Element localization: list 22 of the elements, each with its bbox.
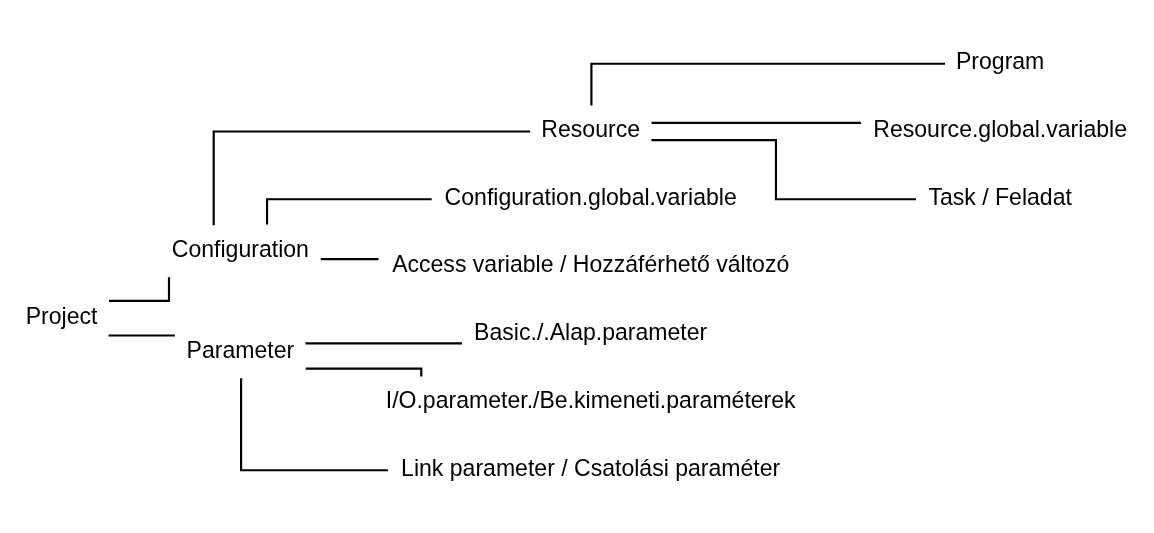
connector xyxy=(240,377,388,471)
node-text: Basic./.Alap.parameter xyxy=(474,318,708,345)
node-text: Configuration.global.variable xyxy=(444,183,737,210)
node-text: I/O.parameter./Be.kimeneti.paraméterek xyxy=(385,386,796,413)
node-text: Resource.global.variable xyxy=(873,115,1127,142)
connector xyxy=(109,276,171,302)
connector xyxy=(108,333,175,337)
connector xyxy=(590,62,946,105)
connector xyxy=(212,129,531,225)
node-text: Task / Feladat xyxy=(928,183,1072,210)
node-text: Project xyxy=(25,302,98,329)
node-text: Resource xyxy=(541,115,641,142)
connector xyxy=(651,121,861,124)
node-text: Access variable / Hozzáférhető változó xyxy=(392,250,790,277)
node-text: Configuration xyxy=(171,235,309,262)
connector xyxy=(651,138,917,200)
connector xyxy=(265,197,432,225)
node-text: Parameter xyxy=(186,336,295,363)
connector xyxy=(305,341,463,344)
connector xyxy=(320,257,379,260)
node-text: Link parameter / Csatolási paraméter xyxy=(401,454,781,481)
node-text: Program xyxy=(955,47,1045,74)
